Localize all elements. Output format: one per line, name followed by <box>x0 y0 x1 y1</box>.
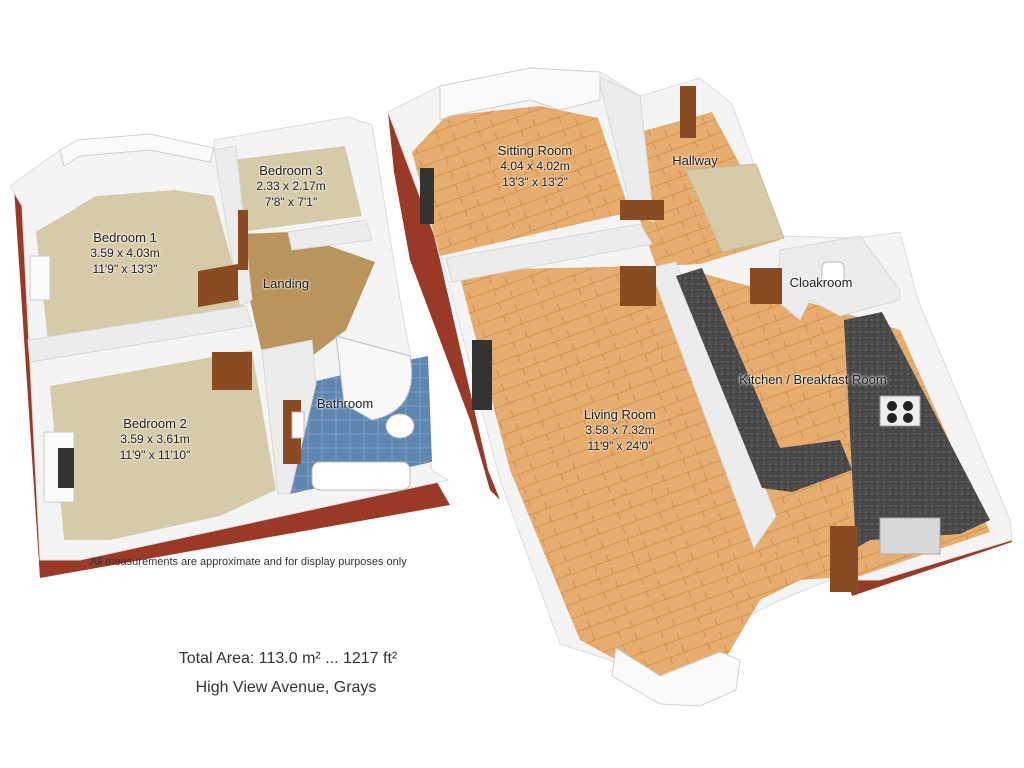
room-dimensions-imperial: 11'9" x 13'3" <box>92 262 158 276</box>
room-dimensions-metric: 3.58 x 7.32m <box>585 423 655 437</box>
sitting-room-fireplace <box>420 168 434 224</box>
hob-ring <box>887 401 897 411</box>
room-dimensions-imperial: 13'3" x 13'2" <box>502 175 568 189</box>
sitting-room-door <box>620 200 664 220</box>
ground-floor-wall-sitting-hallway <box>597 75 655 223</box>
sitting-room-label: Sitting Room 4.04 x 4.02m 13'3" x 13'2" <box>480 143 590 190</box>
ground-floor-wall-living-kitchen <box>649 261 777 550</box>
bedroom-1-fireplace <box>29 255 51 301</box>
bedroom-1-floor <box>36 190 244 342</box>
hob-ring <box>887 413 897 423</box>
living-room-door <box>620 266 656 306</box>
cloakroom-label: Cloakroom <box>776 275 866 290</box>
living-room-bay-window <box>611 647 741 707</box>
living-room-label: Living Room 3.58 x 7.32m 11'9" x 24'0" <box>560 407 680 454</box>
landing-label: Landing <box>246 276 326 291</box>
shower-enclosure <box>335 335 413 421</box>
bathroom-sink <box>291 411 305 439</box>
hallway-stairs <box>685 163 785 253</box>
disclaimer-note: All measurements are approximate and for… <box>90 556 407 568</box>
room-dimensions-metric: 3.59 x 3.61m <box>120 432 190 446</box>
kitchen-worktop <box>844 312 990 548</box>
room-name: Cloakroom <box>789 275 853 290</box>
bedroom-1-label: Bedroom 1 3.59 x 4.03m 11'9" x 13'3" <box>70 230 180 277</box>
room-name: Living Room <box>583 407 657 422</box>
room-dimensions-metric: 3.59 x 4.03m <box>90 246 160 260</box>
bedroom-3-door <box>238 210 248 270</box>
total-area: Total Area: 113.0 m² ... 1217 ft² <box>178 650 398 667</box>
room-name: Hallway <box>672 153 718 168</box>
property-address: High View Avenue, Grays <box>195 679 377 696</box>
bedroom-3-floor <box>232 146 362 232</box>
sitting-room-floor <box>412 106 630 256</box>
cloakroom-door <box>750 268 782 304</box>
bathtub <box>311 461 411 491</box>
cloakroom-toilet <box>821 261 845 285</box>
bedroom-1-bay-window <box>59 133 215 167</box>
bedroom-2-door <box>212 352 252 390</box>
hallway-label: Hallway <box>660 153 730 168</box>
room-name: Bedroom 3 <box>259 163 323 178</box>
kitchen-label: Kitchen / Breakfast Room <box>718 372 908 387</box>
hob-ring <box>903 413 913 423</box>
room-dimensions-metric: 4.04 x 4.02m <box>500 159 570 173</box>
living-room-floor <box>458 266 800 688</box>
hob-ring <box>903 401 913 411</box>
bathroom-label: Bathroom <box>300 396 390 411</box>
kitchen-hob <box>879 395 921 427</box>
bedroom-1-door <box>198 264 238 308</box>
room-dimensions-imperial: 11'9" x 24'0" <box>587 439 653 453</box>
bedroom-2-hearth <box>58 448 74 488</box>
room-dimensions-imperial: 11'9" x 11'10" <box>119 448 191 462</box>
ground-floor-wall-sitting-living <box>445 223 653 283</box>
ground-floor <box>387 67 1013 707</box>
room-name: Bedroom 1 <box>93 230 157 245</box>
kitchen-peninsula <box>676 268 852 492</box>
first-floor-wall-bed1-bed2 <box>27 305 253 363</box>
room-name: Kitchen / Breakfast Room <box>739 372 887 387</box>
room-dimensions-imperial: 7'8" x 7'1" <box>264 195 318 209</box>
sitting-room-bay-window <box>439 67 601 121</box>
bedroom-2-floor <box>50 350 276 540</box>
room-name: Sitting Room <box>497 143 573 158</box>
bedroom-3-label: Bedroom 3 2.33 x 2.17m 7'8" x 7'1" <box>236 163 346 210</box>
first-floor <box>9 116 450 578</box>
room-name: Landing <box>262 276 310 291</box>
toilet <box>385 413 415 439</box>
room-dimensions-metric: 2.33 x 2.17m <box>256 179 326 193</box>
first-floor-wall-landing <box>287 219 373 251</box>
hallway-front-door <box>680 86 696 138</box>
kitchen-sink <box>879 517 941 555</box>
room-name: Bedroom 2 <box>123 416 187 431</box>
living-room-fireplace <box>472 340 492 410</box>
room-name: Bathroom <box>316 396 374 411</box>
kitchen-back-door <box>830 526 858 592</box>
bedroom-2-label: Bedroom 2 3.59 x 3.61m 11'9" x 11'10" <box>95 416 215 463</box>
